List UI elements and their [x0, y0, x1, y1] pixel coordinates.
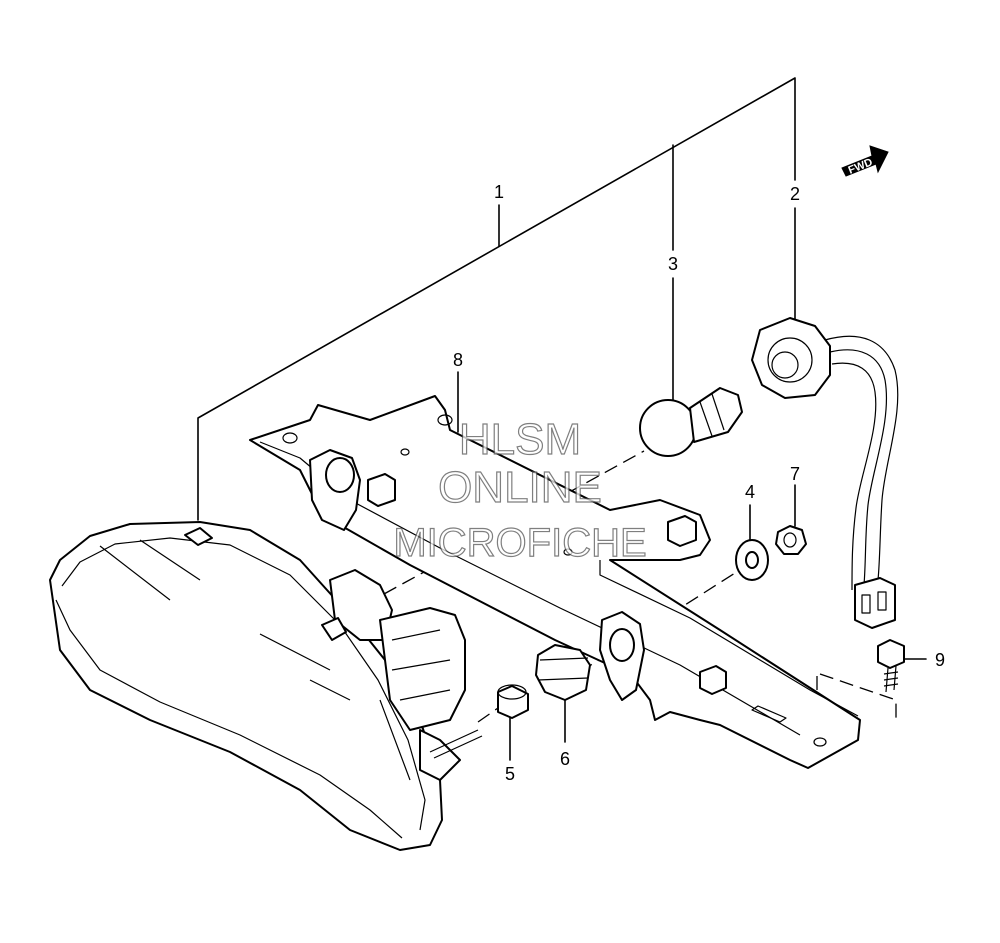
- tail-lamp-housing: [49, 521, 483, 851]
- nut-part: [775, 525, 807, 555]
- watermark-line-1: HLSM: [459, 415, 581, 464]
- bolt-part: [877, 639, 905, 693]
- bulb-part: [639, 387, 743, 457]
- fwd-label: FWD: [847, 156, 875, 177]
- watermark: HLSM ONLINE MICROFICHE: [393, 414, 648, 565]
- callout-4: 4: [745, 482, 755, 502]
- callout-8: 8: [453, 350, 463, 370]
- fwd-arrow-icon: FWD: [841, 145, 889, 177]
- socket-harness-part: [751, 317, 899, 629]
- callout-6: 6: [560, 749, 570, 769]
- callout-7: 7: [790, 464, 800, 484]
- grommet-part: [535, 644, 591, 701]
- watermark-line-3: MICROFICHE: [393, 521, 646, 565]
- callout-3: 3: [668, 254, 678, 274]
- bracket-part: [249, 395, 861, 769]
- spacer-part: [497, 684, 529, 719]
- washer-part: [735, 539, 769, 581]
- callout-5: 5: [505, 764, 515, 784]
- callout-1: 1: [494, 182, 504, 202]
- callout-numbers: 1 2 3 4 5 6 7 8 9: [453, 182, 945, 784]
- callout-9: 9: [935, 650, 945, 670]
- watermark-line-2: ONLINE: [438, 463, 602, 512]
- callout-2: 2: [790, 184, 800, 204]
